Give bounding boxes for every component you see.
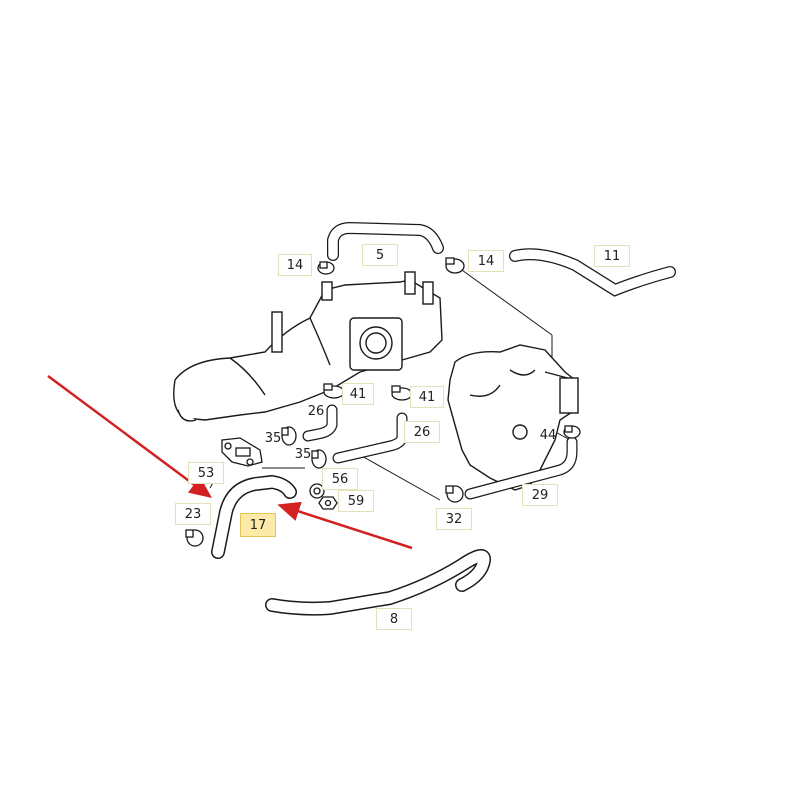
clamps [185,257,581,547]
label-59: 59 [338,490,374,512]
label-35a: 35 [264,430,282,446]
label-41a: 41 [342,383,374,405]
clamp-32 [445,485,464,503]
red-arrows [47,374,413,550]
label-17[interactable]: 17 [240,513,276,537]
label-53: 53 [188,462,224,484]
clamp-35b [311,449,327,469]
fasteners [309,483,338,510]
washer-56 [309,483,325,499]
hose-26b [332,412,408,464]
label-29: 29 [522,484,558,506]
arrow-right [277,501,413,550]
clamp-23 [185,529,204,547]
clamp-41a [323,383,345,399]
clamp-14b [445,257,465,274]
label-14a: 14 [278,254,312,276]
clamp-41b [391,385,413,401]
hose-8 [265,549,491,616]
hose-17 [211,474,297,559]
clamp-35a [281,426,297,446]
clamp-14a [317,261,335,275]
label-26b: 26 [404,421,440,443]
label-23: 23 [175,503,211,525]
label-8: 8 [376,608,412,630]
label-26a: 26 [307,403,325,419]
label-44: 44 [539,427,557,443]
hose-5 [327,221,444,261]
nut-59 [318,496,338,510]
label-56: 56 [322,468,358,490]
clamp-44 [563,425,581,439]
label-11: 11 [594,245,630,267]
label-5: 5 [362,244,398,266]
arrow-left [47,374,213,498]
intake-manifold [173,271,443,422]
label-32: 32 [436,508,472,530]
label-35b: 35 [294,446,312,462]
hose-29 [464,436,578,500]
connector-53 [221,437,263,467]
hose-11 [509,248,676,297]
throttle-body [447,344,579,491]
hose-26a [302,404,338,442]
label-14b: 14 [468,250,504,272]
label-41b: 41 [410,386,444,408]
